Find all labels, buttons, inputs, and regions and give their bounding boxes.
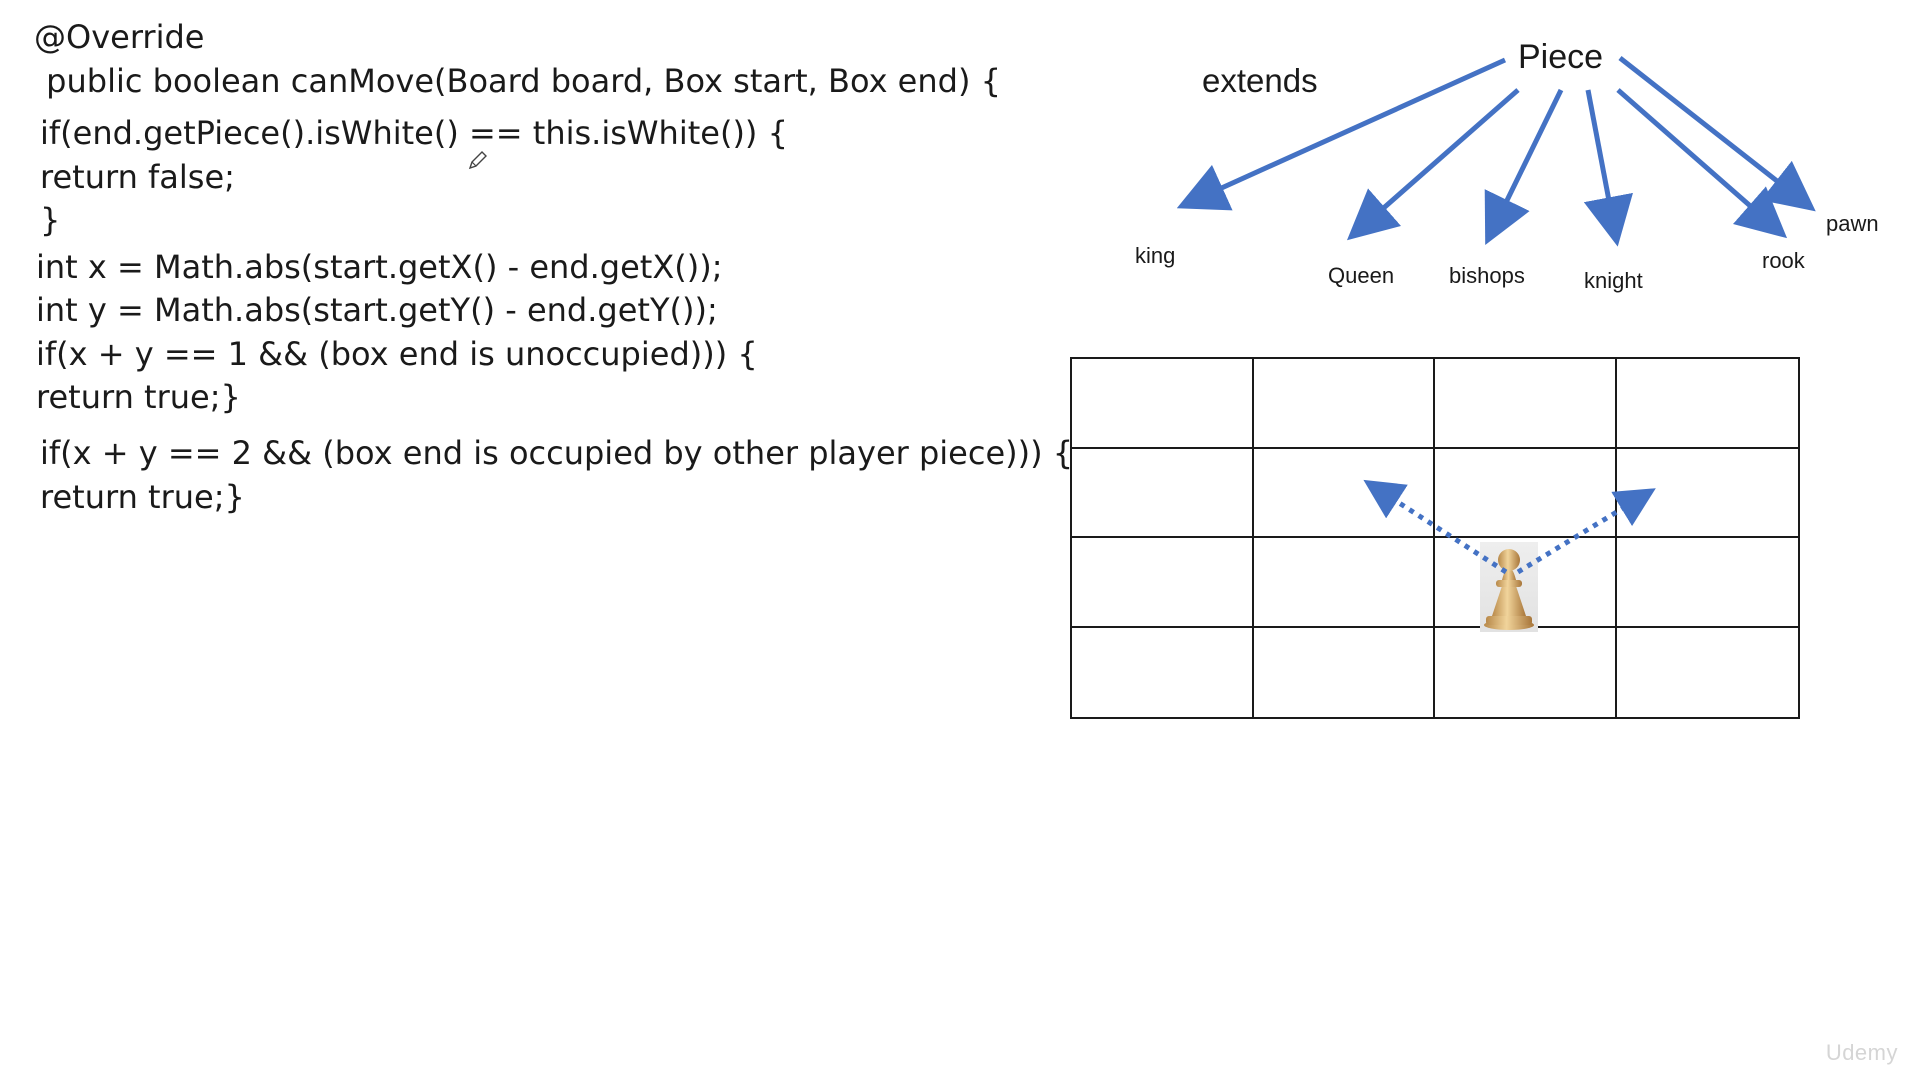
subclass-label-knight: knight xyxy=(1584,268,1643,293)
arrow-to-pawn xyxy=(1618,56,1816,212)
code-line: int x = Math.abs(start.getX() - end.getX… xyxy=(36,248,723,286)
extends-label: extends xyxy=(1202,62,1318,99)
board-cell xyxy=(1072,538,1254,628)
code-line: return true;} xyxy=(36,378,241,416)
pawn-piece xyxy=(1480,542,1538,632)
arrow-to-bishops xyxy=(1484,88,1564,245)
board-cell xyxy=(1253,448,1435,538)
board-cell xyxy=(1616,449,1798,538)
board-cell xyxy=(1253,538,1435,628)
board-cell xyxy=(1072,448,1254,538)
arrow-to-queen xyxy=(1346,88,1520,241)
board-cell xyxy=(1616,538,1798,628)
code-line: if(end.getPiece().isWhite() == this.isWh… xyxy=(40,114,788,152)
code-line: @Override xyxy=(34,18,205,56)
arrow-to-king xyxy=(1176,57,1507,211)
root-class-label: Piece xyxy=(1518,38,1604,76)
subclass-label-pawn: pawn xyxy=(1826,211,1879,236)
move-arrow-right xyxy=(1516,488,1656,575)
chess-pawn-icon xyxy=(1484,549,1534,630)
code-line: return true;} xyxy=(40,478,245,516)
code-line: public boolean canMove(Board board, Box … xyxy=(36,62,1001,100)
pen-cursor-icon xyxy=(468,151,487,170)
board-cell xyxy=(1435,627,1617,717)
code-line: } xyxy=(40,201,61,239)
board-cell xyxy=(1253,359,1435,449)
arrow-to-rook xyxy=(1616,88,1788,239)
udemy-watermark: Udemy xyxy=(1825,1040,1898,1065)
subclass-label-rook: rook xyxy=(1762,248,1805,273)
subclass-label-king: king xyxy=(1135,243,1176,268)
board-cell xyxy=(1072,627,1254,717)
code-line: if(x + y == 1 && (box end is unoccupied)… xyxy=(36,335,758,373)
board-cell xyxy=(1435,359,1617,449)
subclass-label-queen: Queen xyxy=(1328,263,1395,288)
code-line: if(x + y == 2 && (box end is occupied by… xyxy=(40,434,1074,472)
code-line: return false; xyxy=(40,158,235,196)
code-line: int y = Math.abs(start.getY() - end.getY… xyxy=(36,291,718,329)
board-cell xyxy=(1254,627,1435,717)
arrow-to-knight xyxy=(1583,89,1633,247)
subclass-label-bishops: bishops xyxy=(1449,263,1525,288)
move-arrow-left xyxy=(1363,479,1508,575)
board-cell xyxy=(1072,359,1254,449)
board-cell xyxy=(1616,359,1798,449)
